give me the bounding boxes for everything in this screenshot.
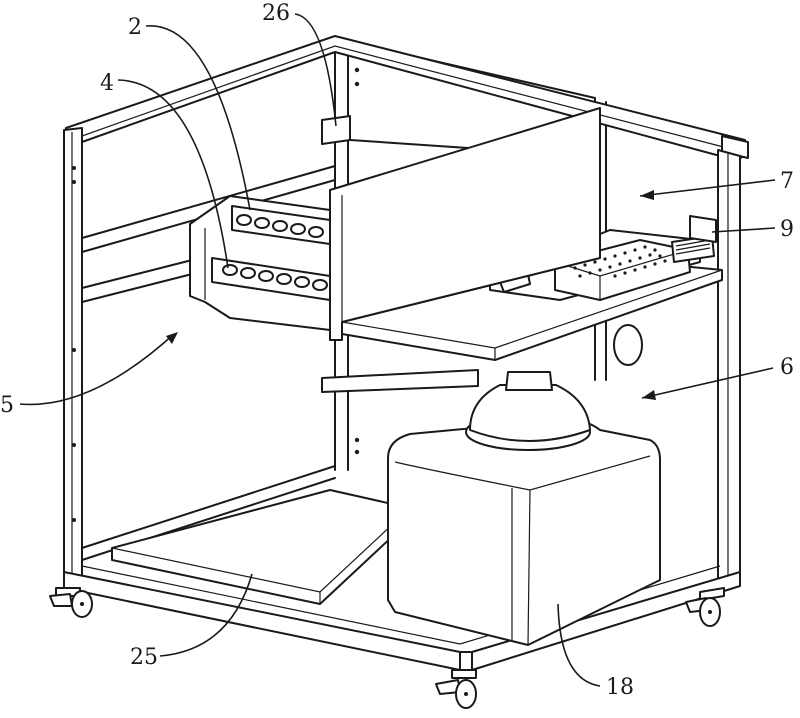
- front-left-post: [63, 127, 83, 589]
- leader-18: [557, 603, 601, 687]
- leader-9: [711, 227, 776, 233]
- casters: [49, 587, 725, 709]
- leader-6: [641, 367, 774, 399]
- label-25: 25: [130, 645, 158, 670]
- top-frame: [65, 35, 749, 161]
- label-2: 2: [128, 15, 142, 40]
- upper-manifold-panel: [189, 195, 331, 331]
- front-right-post: [717, 149, 741, 593]
- arrowhead-7: [640, 190, 654, 200]
- leader-26: [294, 13, 337, 127]
- bottom-tray: [111, 489, 411, 605]
- vertical-partition-plate: [321, 107, 601, 393]
- caster-front-right: [685, 587, 725, 627]
- reference-numerals: 2 4 26 7 9 5 6 25 18: [0, 1, 794, 700]
- circuit-board-assembly: [489, 189, 717, 301]
- leader-5: [19, 333, 175, 406]
- container-tank: [387, 371, 661, 646]
- leader-7: [639, 179, 776, 197]
- leader-2: [145, 25, 251, 211]
- leader-25: [159, 573, 253, 657]
- caster-front-center: [435, 669, 477, 709]
- leader-lines: [19, 13, 776, 687]
- label-26: 26: [262, 1, 290, 26]
- leader-4: [117, 79, 229, 269]
- circuit-tray: [341, 189, 723, 361]
- arrowhead-6: [642, 390, 656, 400]
- label-18: 18: [606, 675, 634, 700]
- vent-hole: [613, 324, 643, 366]
- nozzle-rows: [222, 214, 328, 291]
- label-6: 6: [780, 355, 794, 380]
- label-5: 5: [0, 393, 14, 418]
- label-9: 9: [780, 217, 794, 242]
- arrowhead-5: [166, 332, 178, 344]
- label-4: 4: [100, 71, 114, 96]
- label-7: 7: [780, 169, 794, 194]
- caster-front-left: [49, 587, 93, 618]
